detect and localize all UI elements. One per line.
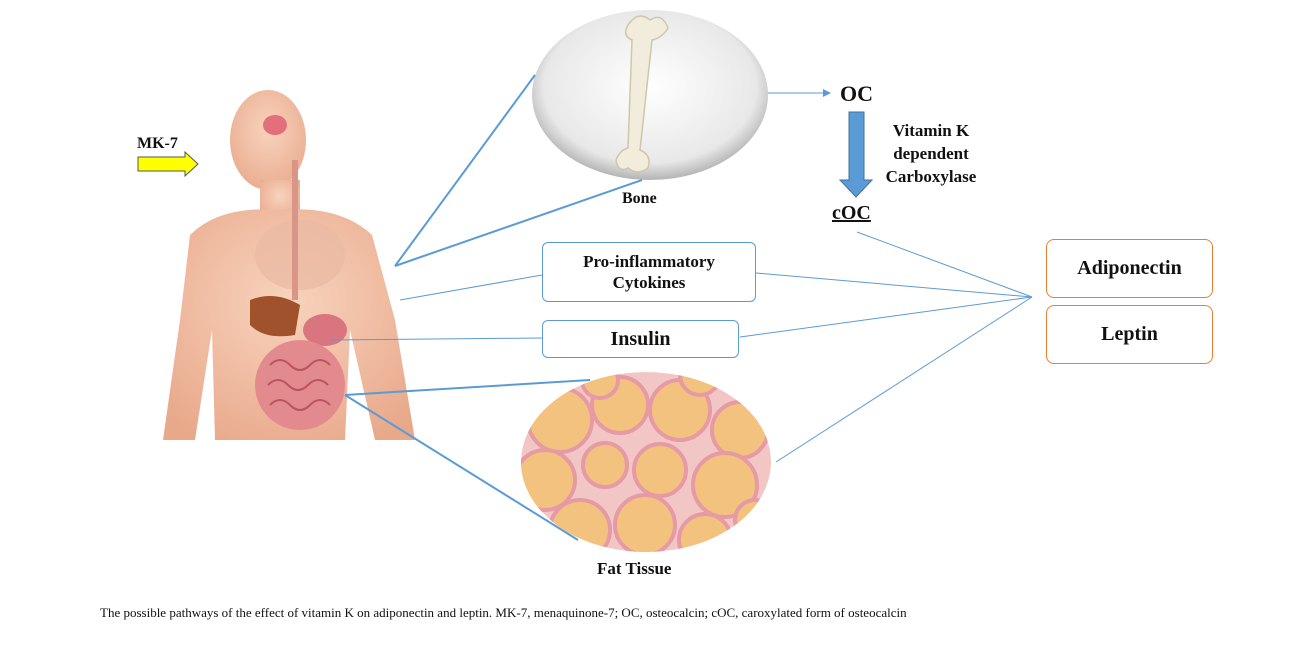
human-body-illustration (162, 80, 430, 442)
fat-tissue-image (521, 372, 771, 552)
adiponectin-box: Adiponectin (1046, 239, 1213, 298)
fat-tissue-label: Fat Tissue (597, 559, 672, 578)
oc-label: OC (840, 81, 873, 106)
insulin-box: Insulin (542, 320, 739, 358)
carboxylase-label: Vitamin K dependent Carboxylase (872, 119, 990, 188)
bone-image (532, 10, 768, 180)
cytokines-line-1: Pro-inflammatory (583, 252, 715, 271)
figure-caption: The possible pathways of the effect of v… (100, 605, 907, 620)
mk7-label: MK-7 (137, 135, 178, 152)
down-arrow-icon (838, 111, 874, 198)
carboxylase-line-2: dependent (893, 144, 969, 163)
coc-label: cOC (832, 202, 871, 224)
bone-label: Bone (622, 190, 657, 207)
yellow-arrow-icon (137, 150, 199, 178)
connector-lines (329, 74, 1033, 541)
carboxylase-line-1: Vitamin K (892, 121, 970, 140)
cytokines-box: Pro-inflammatory Cytokines (542, 242, 756, 302)
carboxylase-line-3: Carboxylase (885, 167, 977, 186)
leptin-box: Leptin (1046, 305, 1213, 364)
cytokines-line-2: Cytokines (612, 273, 686, 292)
